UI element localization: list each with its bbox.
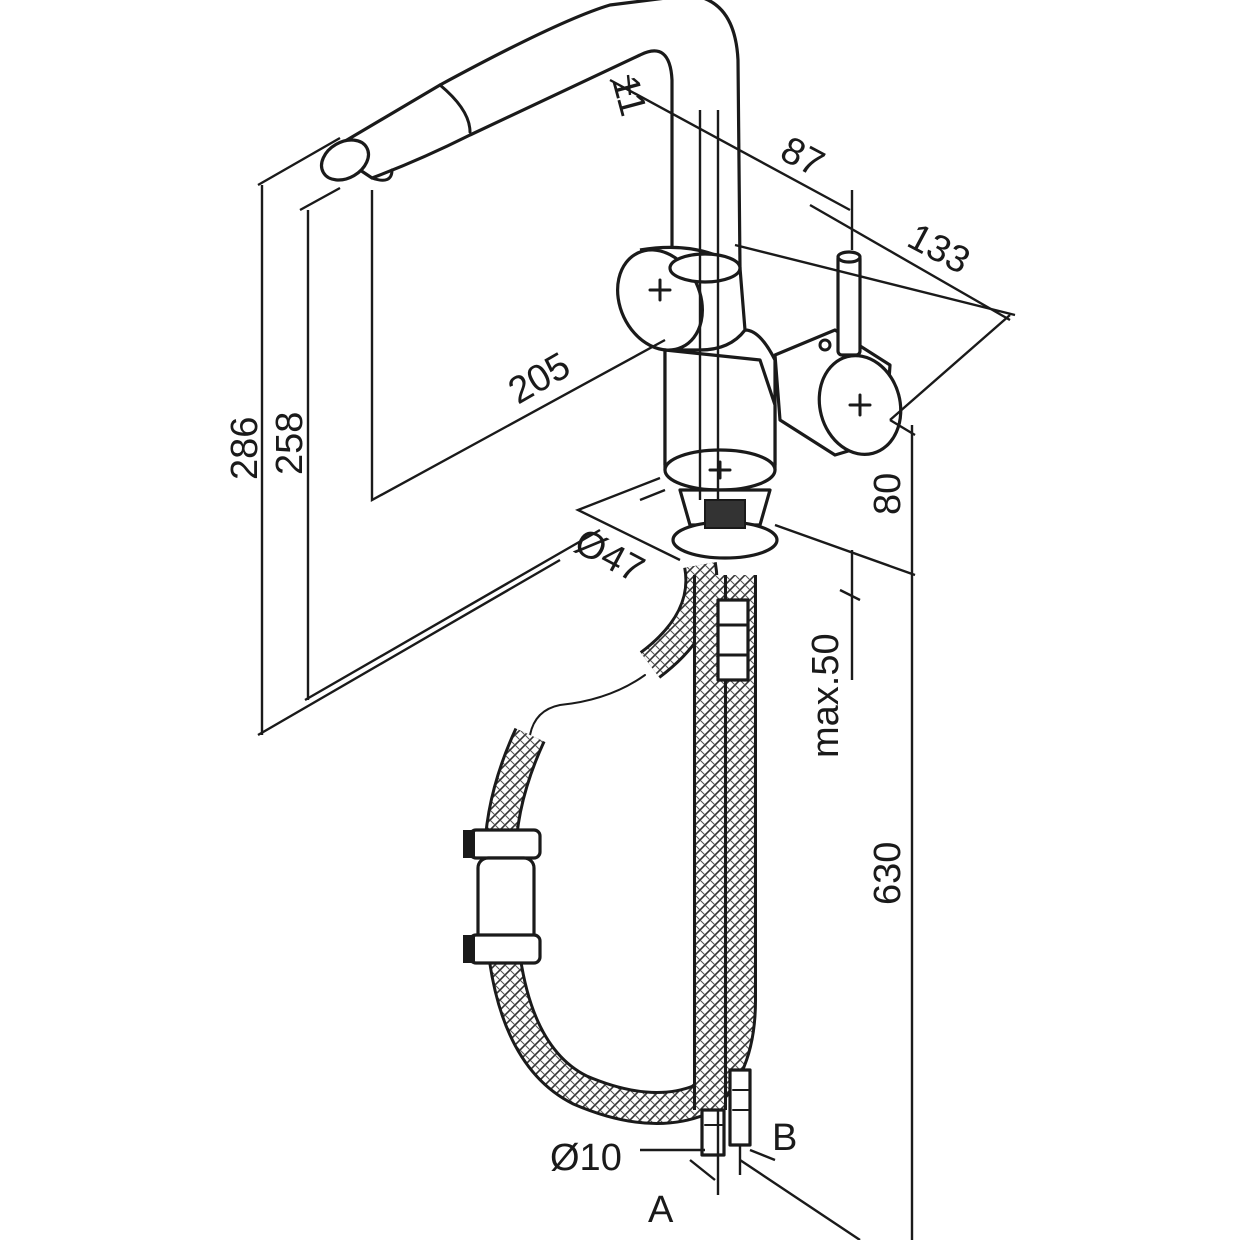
- valve-insert: [716, 598, 750, 682]
- hose-weight: [463, 828, 542, 965]
- faucet-body: [616, 245, 903, 560]
- connection-b-label: B: [772, 1117, 797, 1159]
- dim-47: Ø47: [568, 521, 651, 592]
- dimension-lines: [257, 74, 1016, 1240]
- lever-handle: [836, 253, 862, 357]
- dim-630: 630: [867, 842, 909, 905]
- dim-11: 11: [603, 71, 654, 120]
- spout-outlet: [319, 138, 371, 182]
- spout: [319, 0, 742, 270]
- dim-max50: max.50: [805, 633, 847, 758]
- connection-a-label: A: [648, 1189, 674, 1231]
- dim-10: Ø10: [550, 1137, 622, 1179]
- dim-87: 87: [774, 129, 831, 186]
- dim-133: 133: [901, 216, 977, 283]
- dim-80: 80: [867, 473, 909, 515]
- dimension-labels: 11 87 133 205 286 258 80 Ø47 max.50 630 …: [224, 71, 976, 1231]
- dim-258: 258: [269, 412, 311, 475]
- dim-286: 286: [224, 417, 266, 480]
- dim-205: 205: [502, 345, 578, 413]
